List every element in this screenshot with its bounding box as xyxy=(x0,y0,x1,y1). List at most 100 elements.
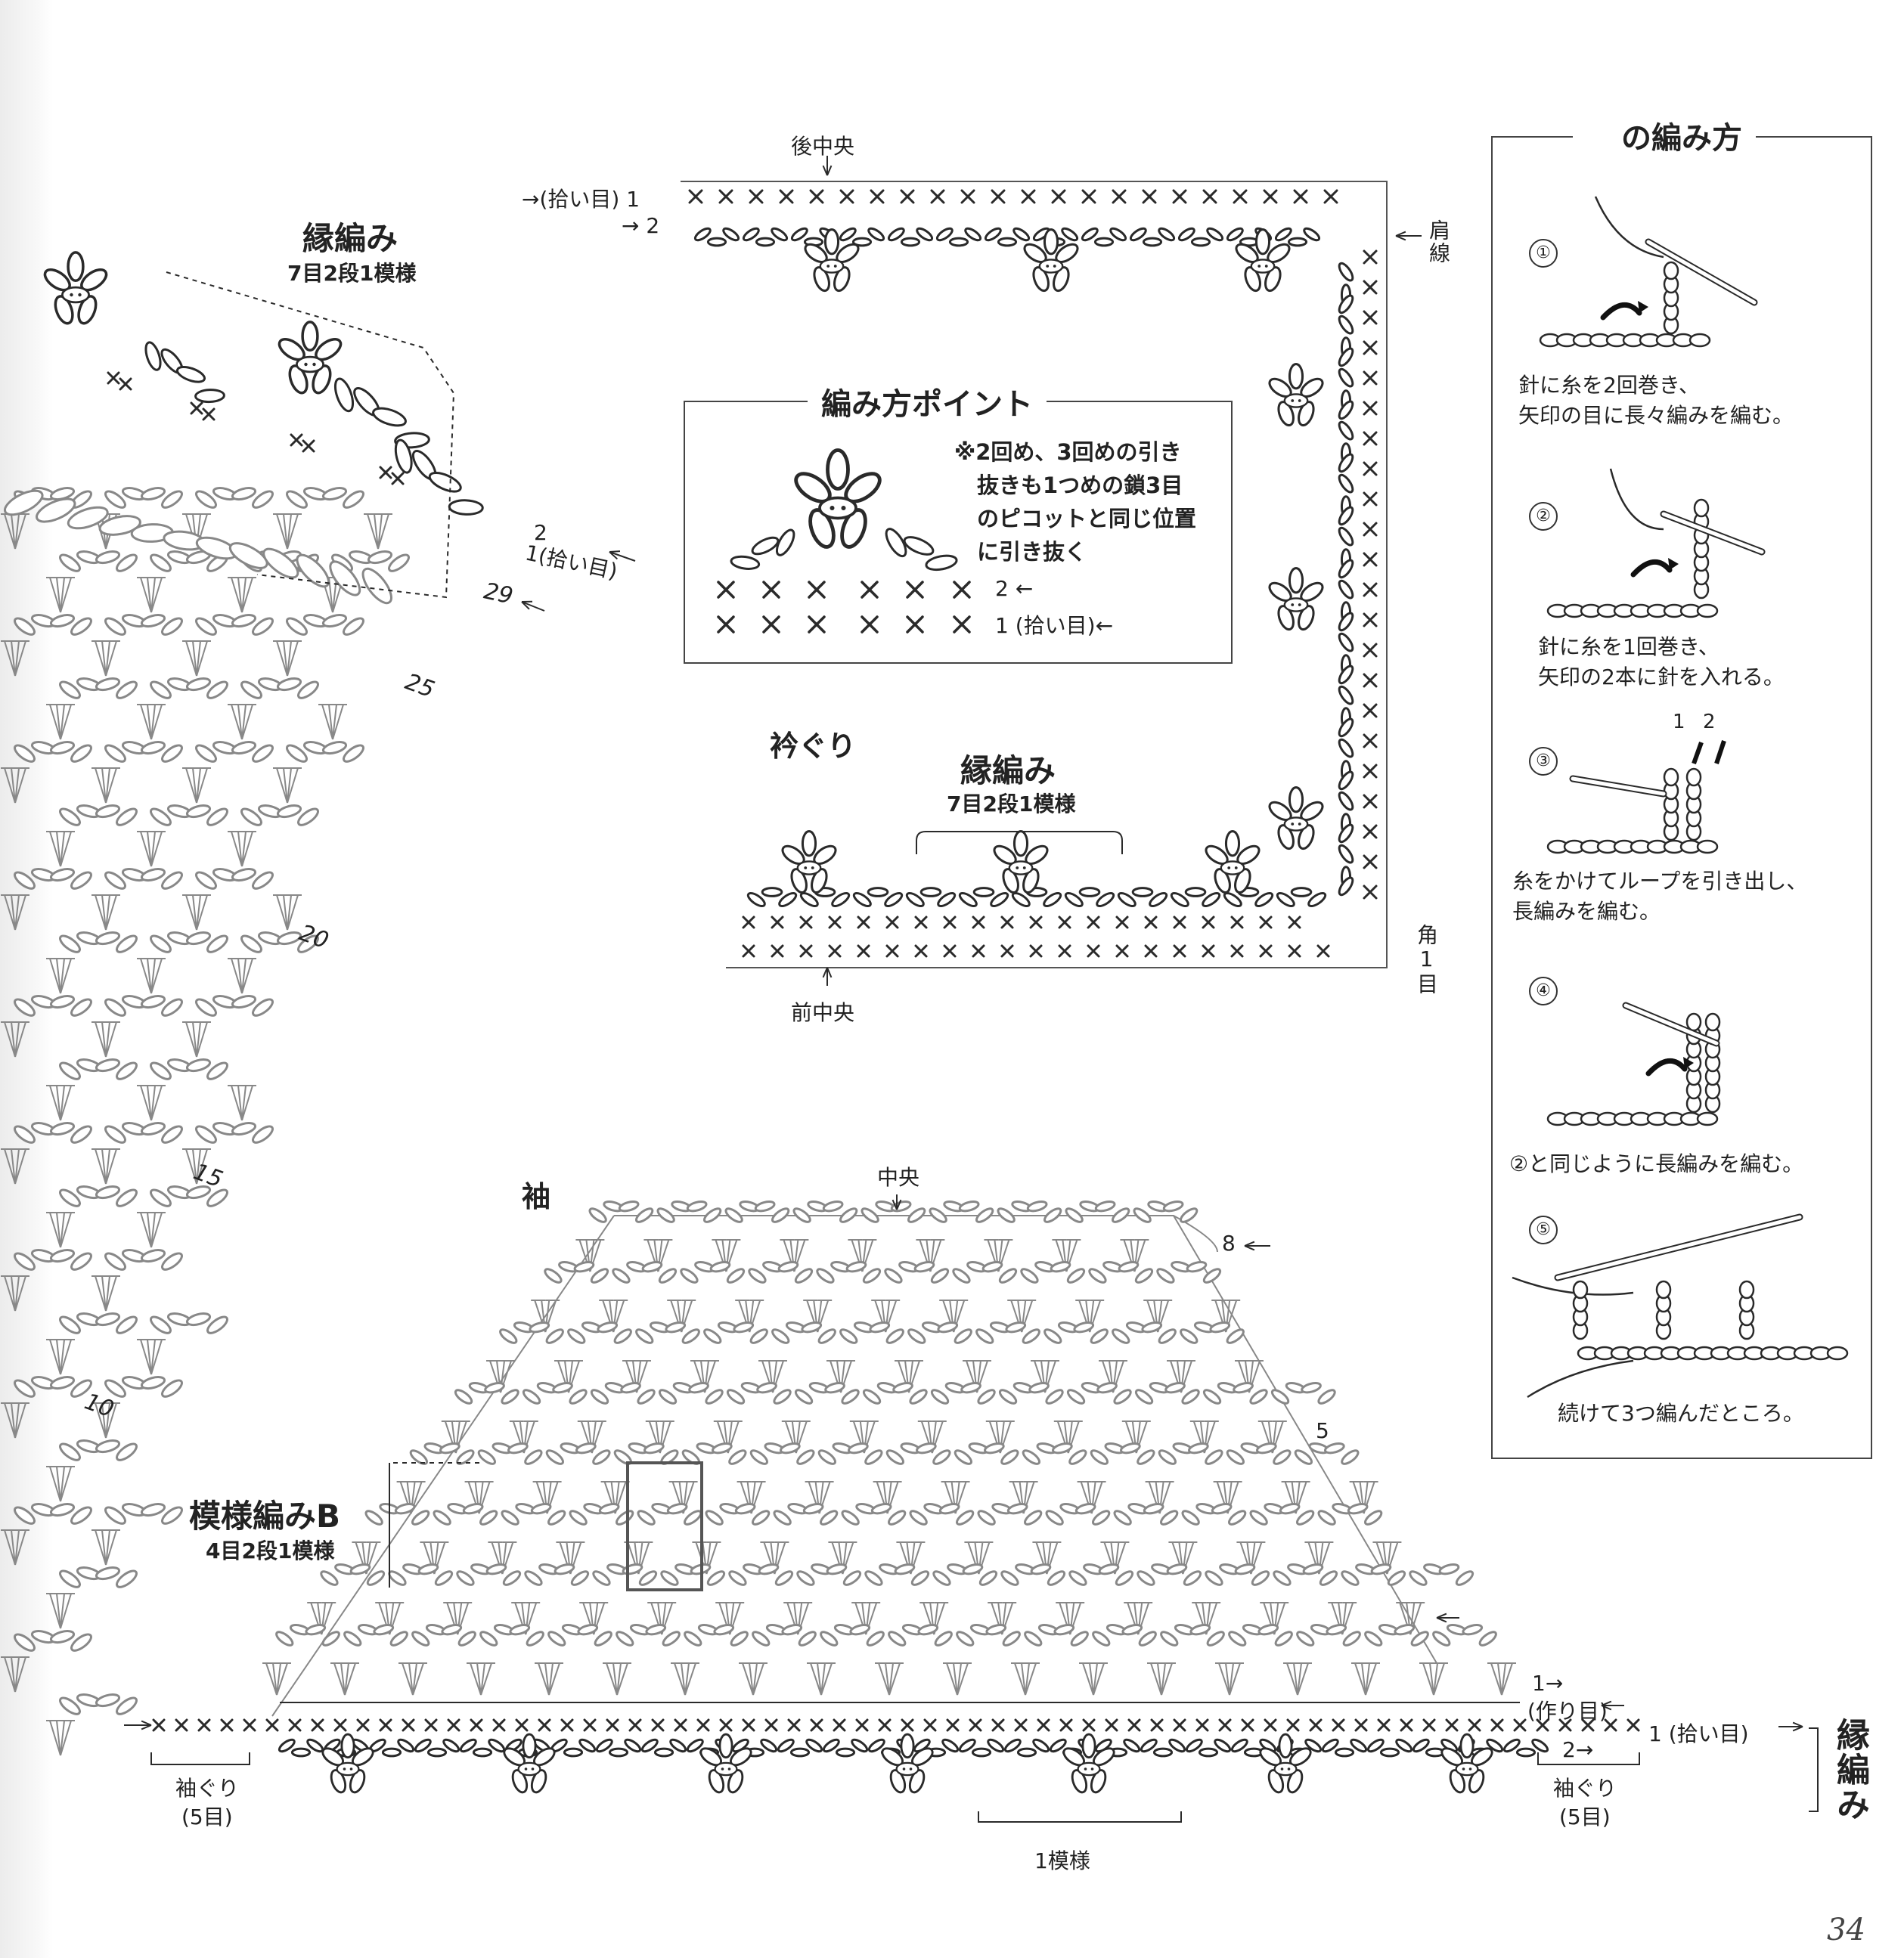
sc-stitch xyxy=(717,615,735,634)
sc-stitch xyxy=(152,1718,166,1732)
sc-stitch xyxy=(878,1718,892,1732)
sc-stitch xyxy=(742,1718,755,1732)
sc-stitch xyxy=(855,1718,869,1732)
chain-arc xyxy=(1043,1321,1109,1344)
step-3-label-2: 2 xyxy=(1703,711,1716,733)
dc-fan xyxy=(91,1529,120,1566)
sc-stitch xyxy=(1363,491,1378,507)
sc-stitch xyxy=(1363,370,1378,386)
chain-arc xyxy=(595,1738,642,1758)
sc-stitch xyxy=(946,1718,960,1732)
sc-stitch xyxy=(107,371,120,385)
chain-arc xyxy=(1180,1321,1245,1344)
point-row2-label: 2 ← xyxy=(995,576,1034,601)
sc-stitch xyxy=(1264,1718,1277,1732)
chain-arc xyxy=(333,377,430,449)
chain-arc xyxy=(195,1122,274,1144)
chain-arc xyxy=(705,1503,771,1526)
chain-arc xyxy=(1338,473,1354,526)
crochet-hook-inner xyxy=(1571,776,1666,796)
sc-stitch xyxy=(1233,189,1248,204)
step-1-caption: 針に糸を2回巻き、 矢印の目に長々編みを編む。 xyxy=(1518,370,1794,431)
chain-arc xyxy=(1338,314,1354,367)
sc-stitch xyxy=(1363,764,1378,779)
chain-arc xyxy=(522,1382,588,1405)
chain-arc xyxy=(792,1201,858,1223)
dc-fan xyxy=(273,767,302,804)
stitch-link xyxy=(1704,1012,1721,1032)
sc-stitch xyxy=(220,1718,234,1732)
sc-stitch xyxy=(1490,1718,1504,1732)
dc-fan xyxy=(1304,1541,1334,1575)
picot-cluster xyxy=(1205,830,1261,894)
chain-arc xyxy=(1321,1738,1368,1758)
chain-arc xyxy=(1158,1442,1223,1465)
stitch-link xyxy=(1685,767,1702,787)
chain-arc xyxy=(456,1563,522,1586)
sc-stitch xyxy=(833,1718,846,1732)
chain-arc xyxy=(394,438,484,516)
howto-box xyxy=(1491,136,1872,1459)
chain-arc xyxy=(278,1738,324,1758)
sc-stitch xyxy=(1323,189,1338,204)
sc-stitch xyxy=(515,1718,529,1732)
dc-fan xyxy=(273,640,302,677)
pattern-b-title: 模様編みB xyxy=(189,1498,341,1535)
sc-stitch xyxy=(1259,915,1273,929)
chain-arc xyxy=(1294,1442,1360,1465)
yarn-loop xyxy=(1696,603,1719,618)
repeat-bracket xyxy=(916,831,1123,854)
row-29-label: 29 xyxy=(481,578,516,610)
chain-arc xyxy=(14,1630,92,1652)
sc-stitch xyxy=(799,944,813,958)
chain-arc xyxy=(958,1738,1005,1758)
arrow xyxy=(521,600,545,612)
chain-arc xyxy=(286,487,364,509)
sc-stitch xyxy=(1377,1718,1391,1732)
sc-stitch xyxy=(1112,189,1127,204)
sc-stitch xyxy=(1288,915,1301,929)
arrow xyxy=(1244,1241,1270,1251)
dc-fan xyxy=(1,1402,29,1439)
sc-stitch xyxy=(1029,944,1043,958)
dc-fan xyxy=(137,831,166,867)
chain-arc xyxy=(613,1442,679,1465)
chain-arc xyxy=(1338,685,1354,738)
chain-arc xyxy=(59,804,138,826)
point-note: ※2回め、3回めの引き 抜きも1つめの鎖3目 のピコットと同じ位置 に引き抜く xyxy=(954,435,1196,569)
chain-arc xyxy=(1205,1563,1270,1586)
sc-stitch xyxy=(719,1718,733,1732)
chain-arc xyxy=(14,868,92,890)
sc-stitch xyxy=(583,1718,597,1732)
dc-fan xyxy=(262,1662,291,1696)
dc-fan xyxy=(46,577,75,613)
chain-arc xyxy=(590,1382,656,1405)
sc-stitch xyxy=(696,1718,710,1732)
step-5-caption: 続けて3つ編んだところ。 xyxy=(1558,1399,1804,1429)
sc-stitch xyxy=(628,1718,642,1732)
chain-arc xyxy=(433,1503,498,1526)
sc-stitch xyxy=(771,915,784,929)
sc-stitch xyxy=(606,1718,619,1732)
direction-arrow xyxy=(1600,302,1642,321)
sc-stitch xyxy=(762,581,780,599)
point-note-line-1: ※2回め、3回めの引き xyxy=(954,439,1182,465)
sc-stitch xyxy=(1037,1718,1050,1732)
sc-stitch xyxy=(379,1718,392,1732)
chain-arc xyxy=(799,887,851,908)
dc-fan xyxy=(579,1602,609,1635)
chain-arc xyxy=(1160,1624,1225,1647)
chain-arc xyxy=(1409,1563,1475,1586)
step-4-line-1: ②と同じように長編みを編む。 xyxy=(1509,1151,1804,1176)
chain-arc xyxy=(59,1185,138,1207)
step-2-number: ② xyxy=(1529,502,1558,531)
sc-stitch xyxy=(470,1718,483,1732)
arrow xyxy=(1436,1613,1459,1623)
chain-arc xyxy=(822,1738,869,1758)
chain-arc xyxy=(907,1321,972,1344)
chain-arc xyxy=(144,341,225,404)
chain-arc xyxy=(984,227,1031,247)
dc-fan xyxy=(1,640,29,677)
dc-fan xyxy=(91,1021,120,1058)
chain-arc xyxy=(14,995,92,1017)
